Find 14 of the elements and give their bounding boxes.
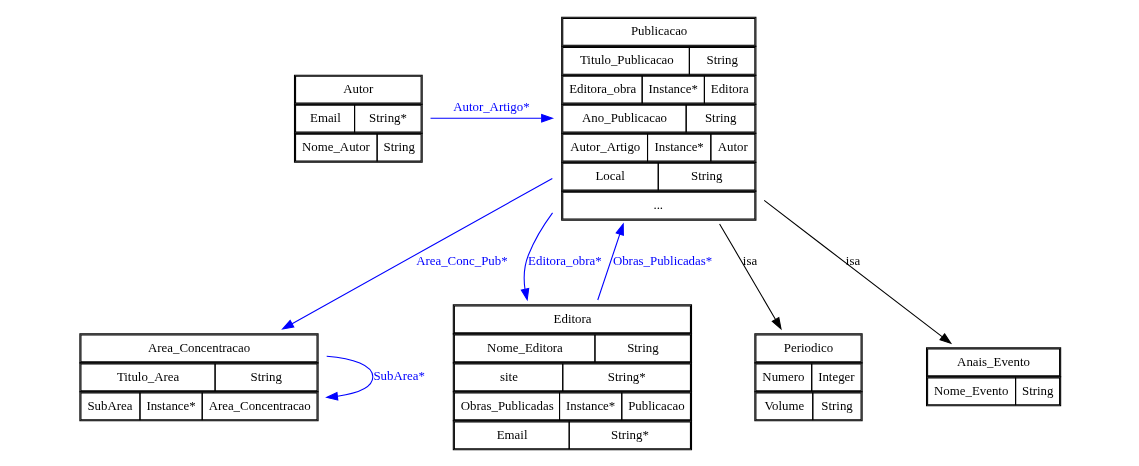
arrow [718, 223, 782, 331]
edge-label: Autor_Artigo* [452, 100, 530, 115]
arrow [280, 177, 553, 330]
edge-label: SubArea* [372, 369, 425, 384]
arrow [520, 212, 553, 302]
arrow [324, 355, 373, 401]
arrow [596, 222, 624, 301]
edge-label: isa [845, 254, 860, 269]
arrow [429, 113, 554, 123]
edge-label: Editora_obra* [527, 254, 602, 269]
edge-label: Obras_Publicadas* [612, 254, 712, 269]
edge-label: Area_Conc_Pub* [415, 254, 508, 269]
edge-label: isa [742, 254, 757, 269]
arrow [763, 199, 952, 345]
